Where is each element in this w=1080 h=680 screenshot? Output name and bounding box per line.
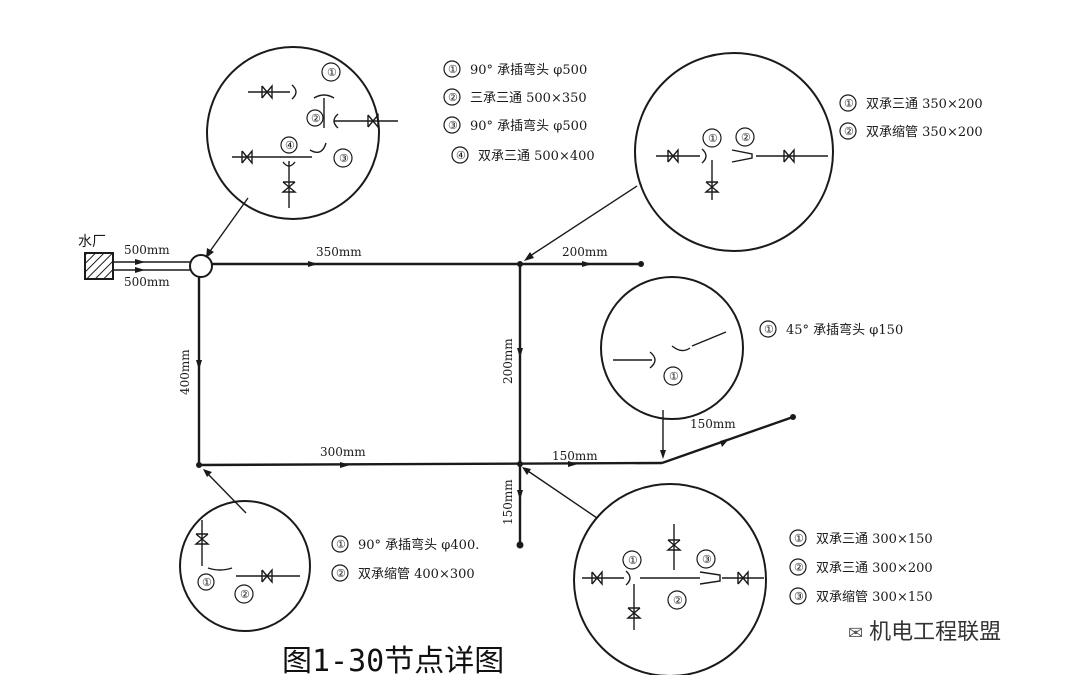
- legend-e-num-1: ①: [794, 532, 804, 545]
- detail-circle-a: ① ② ③ ④: [206, 46, 398, 220]
- legend-e-num-2: ②: [794, 561, 804, 574]
- circle-e-num-3: ③: [702, 553, 712, 566]
- water-plant: 水厂: [78, 234, 114, 280]
- legend-d-num-1: ①: [336, 538, 346, 551]
- legend-c-num-1: ①: [764, 323, 774, 336]
- legend-a-item-1: 90° 承插弯头 φ500: [470, 62, 587, 78]
- legend-e-item-2: 双承三通 300×200: [816, 561, 933, 576]
- pipe-label-bottom-main: 300mm: [320, 445, 366, 459]
- legend-a-item-2: 三承三通 500×350: [470, 91, 587, 106]
- legend-a-item-3: 90° 承插弯头 φ500: [470, 118, 587, 134]
- legend-node-d: ① 90° 承插弯头 φ400. ② 双承缩管 400×300: [331, 535, 479, 582]
- wechat-icon: ✉: [848, 623, 864, 644]
- legend-d-item-2: 双承缩管 400×300: [358, 566, 475, 582]
- circle-d-num-2: ②: [240, 588, 250, 601]
- circle-e-num-2: ②: [673, 594, 683, 607]
- detail-circle-d: ① ②: [179, 500, 311, 632]
- circle-a-num-4: ④: [285, 139, 295, 152]
- legend-b-item-2: 双承缩管 350×200: [866, 124, 983, 140]
- watermark-text: 机电工程联盟: [869, 620, 1002, 645]
- legend-a-item-4: 双承三通 500×400: [478, 149, 595, 164]
- pipe-label-bottom-right: 150mm: [552, 449, 598, 463]
- circle-a-num-2: ②: [311, 112, 321, 125]
- legend-b-num-1: ①: [844, 97, 854, 110]
- legend-a-num-4: ④: [456, 149, 466, 162]
- circle-b-num-2: ②: [741, 131, 751, 144]
- legend-a-num-1: ①: [448, 63, 458, 76]
- watermark: ✉机电工程联盟: [848, 614, 1001, 646]
- circle-a-num-3: ③: [339, 152, 349, 165]
- circle-b-num-1: ①: [708, 132, 718, 145]
- legend-node-e: ① 双承三通 300×150 ② 双承三通 300×200 ③ 双承缩管 300…: [789, 529, 933, 605]
- junction-node-a: [189, 254, 213, 278]
- legend-a-num-2: ②: [448, 91, 458, 104]
- legend-b-num-2: ②: [844, 125, 854, 138]
- circle-d-num-1: ①: [202, 576, 212, 589]
- pipe-label-middle-vertical: 200mm: [501, 338, 515, 384]
- detail-circle-b: ① ②: [634, 52, 834, 252]
- legend-node-c: ① 45° 承插弯头 φ150: [759, 320, 903, 338]
- legend-d-num-2: ②: [336, 567, 346, 580]
- leader-lines: [203, 185, 666, 519]
- pipe-label-top-right: 200mm: [562, 245, 608, 259]
- legend-e-num-3: ③: [794, 590, 804, 603]
- circle-c-num-1: ①: [669, 370, 679, 383]
- pipe-network: [113, 254, 796, 549]
- circle-a-num-1: ①: [327, 66, 337, 79]
- detail-circle-e: ① ② ③: [573, 483, 767, 675]
- pipe-label-left-vertical: 400mm: [178, 349, 192, 395]
- legend-node-b: ① 双承三通 350×200 ② 双承缩管 350×200: [839, 94, 983, 140]
- plant-label: 水厂: [78, 234, 106, 250]
- pipe-label-diagonal: 150mm: [690, 417, 736, 431]
- legend-e-item-3: 双承缩管 300×150: [816, 589, 933, 605]
- figure-caption: 图1-30节点详图: [282, 644, 505, 679]
- legend-d-item-1: 90° 承插弯头 φ400.: [358, 537, 479, 553]
- legend-c-item-1: 45° 承插弯头 φ150: [786, 322, 903, 338]
- pipe-label-inlet-bottom: 500mm: [124, 275, 170, 289]
- legend-a-num-3: ③: [448, 119, 458, 132]
- legend-node-a: ① 90° 承插弯头 φ500 ② 三承三通 500×350 ③ 90° 承插弯…: [443, 60, 595, 164]
- pipe-label-top-main: 350mm: [316, 245, 362, 259]
- pipe-label-bottom-down: 150mm: [501, 479, 515, 525]
- legend-b-item-1: 双承三通 350×200: [866, 97, 983, 112]
- circle-e-num-1: ①: [628, 554, 638, 567]
- pipe-labels: 500mm 500mm 350mm 200mm 300mm 150mm 150m…: [124, 243, 736, 525]
- legend-e-item-1: 双承三通 300×150: [816, 532, 933, 547]
- pipe-label-inlet-top: 500mm: [124, 243, 170, 257]
- detail-circle-c: ①: [600, 276, 744, 420]
